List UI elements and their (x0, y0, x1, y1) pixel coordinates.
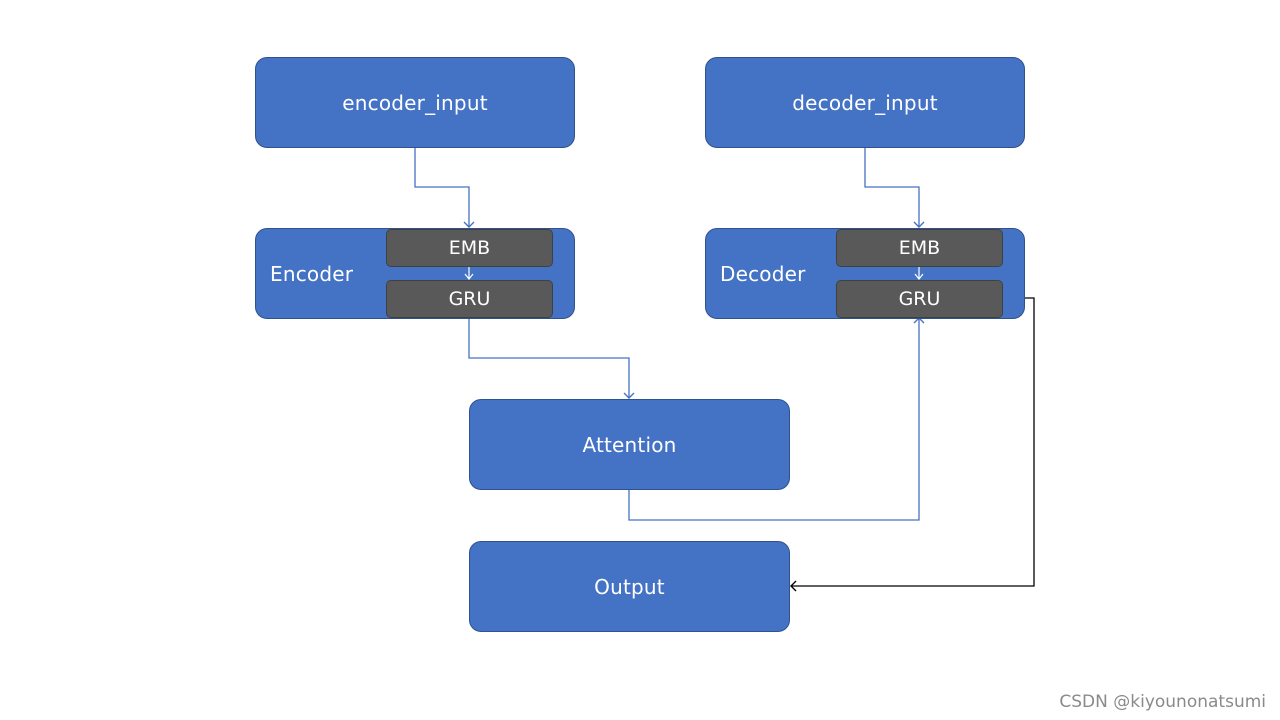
encoder-emb-node: EMB (386, 229, 553, 267)
output-label: Output (594, 574, 665, 599)
encoder-label: Encoder (270, 261, 354, 286)
decoder-input-label: decoder_input (792, 90, 938, 115)
decoder-emb-node: EMB (836, 229, 1003, 267)
edge-attention-to-decoder-gru (628, 317, 925, 521)
encoder-gru-label: GRU (448, 288, 491, 310)
decoder-gru-label: GRU (898, 288, 941, 310)
decoder-gru-node: GRU (836, 280, 1003, 318)
attention-node: Attention (469, 399, 790, 490)
edge-decoder-input-to-decoder (864, 148, 925, 228)
encoder-input-node: encoder_input (255, 57, 575, 148)
edge-encoder-gru-to-attention (468, 318, 635, 399)
attention-label: Attention (582, 432, 677, 457)
encoder-input-label: encoder_input (342, 90, 488, 115)
decoder-input-node: decoder_input (705, 57, 1025, 148)
edge-decoder-gru-to-output (790, 297, 1035, 592)
edge-encoder-input-to-encoder (414, 148, 475, 228)
encoder-emb-label: EMB (448, 237, 491, 259)
watermark: CSDN @kiyounonatsumi (1059, 692, 1266, 712)
decoder-emb-label: EMB (898, 237, 941, 259)
decoder-label: Decoder (720, 261, 806, 286)
output-node: Output (469, 541, 790, 632)
encoder-gru-node: GRU (386, 280, 553, 318)
